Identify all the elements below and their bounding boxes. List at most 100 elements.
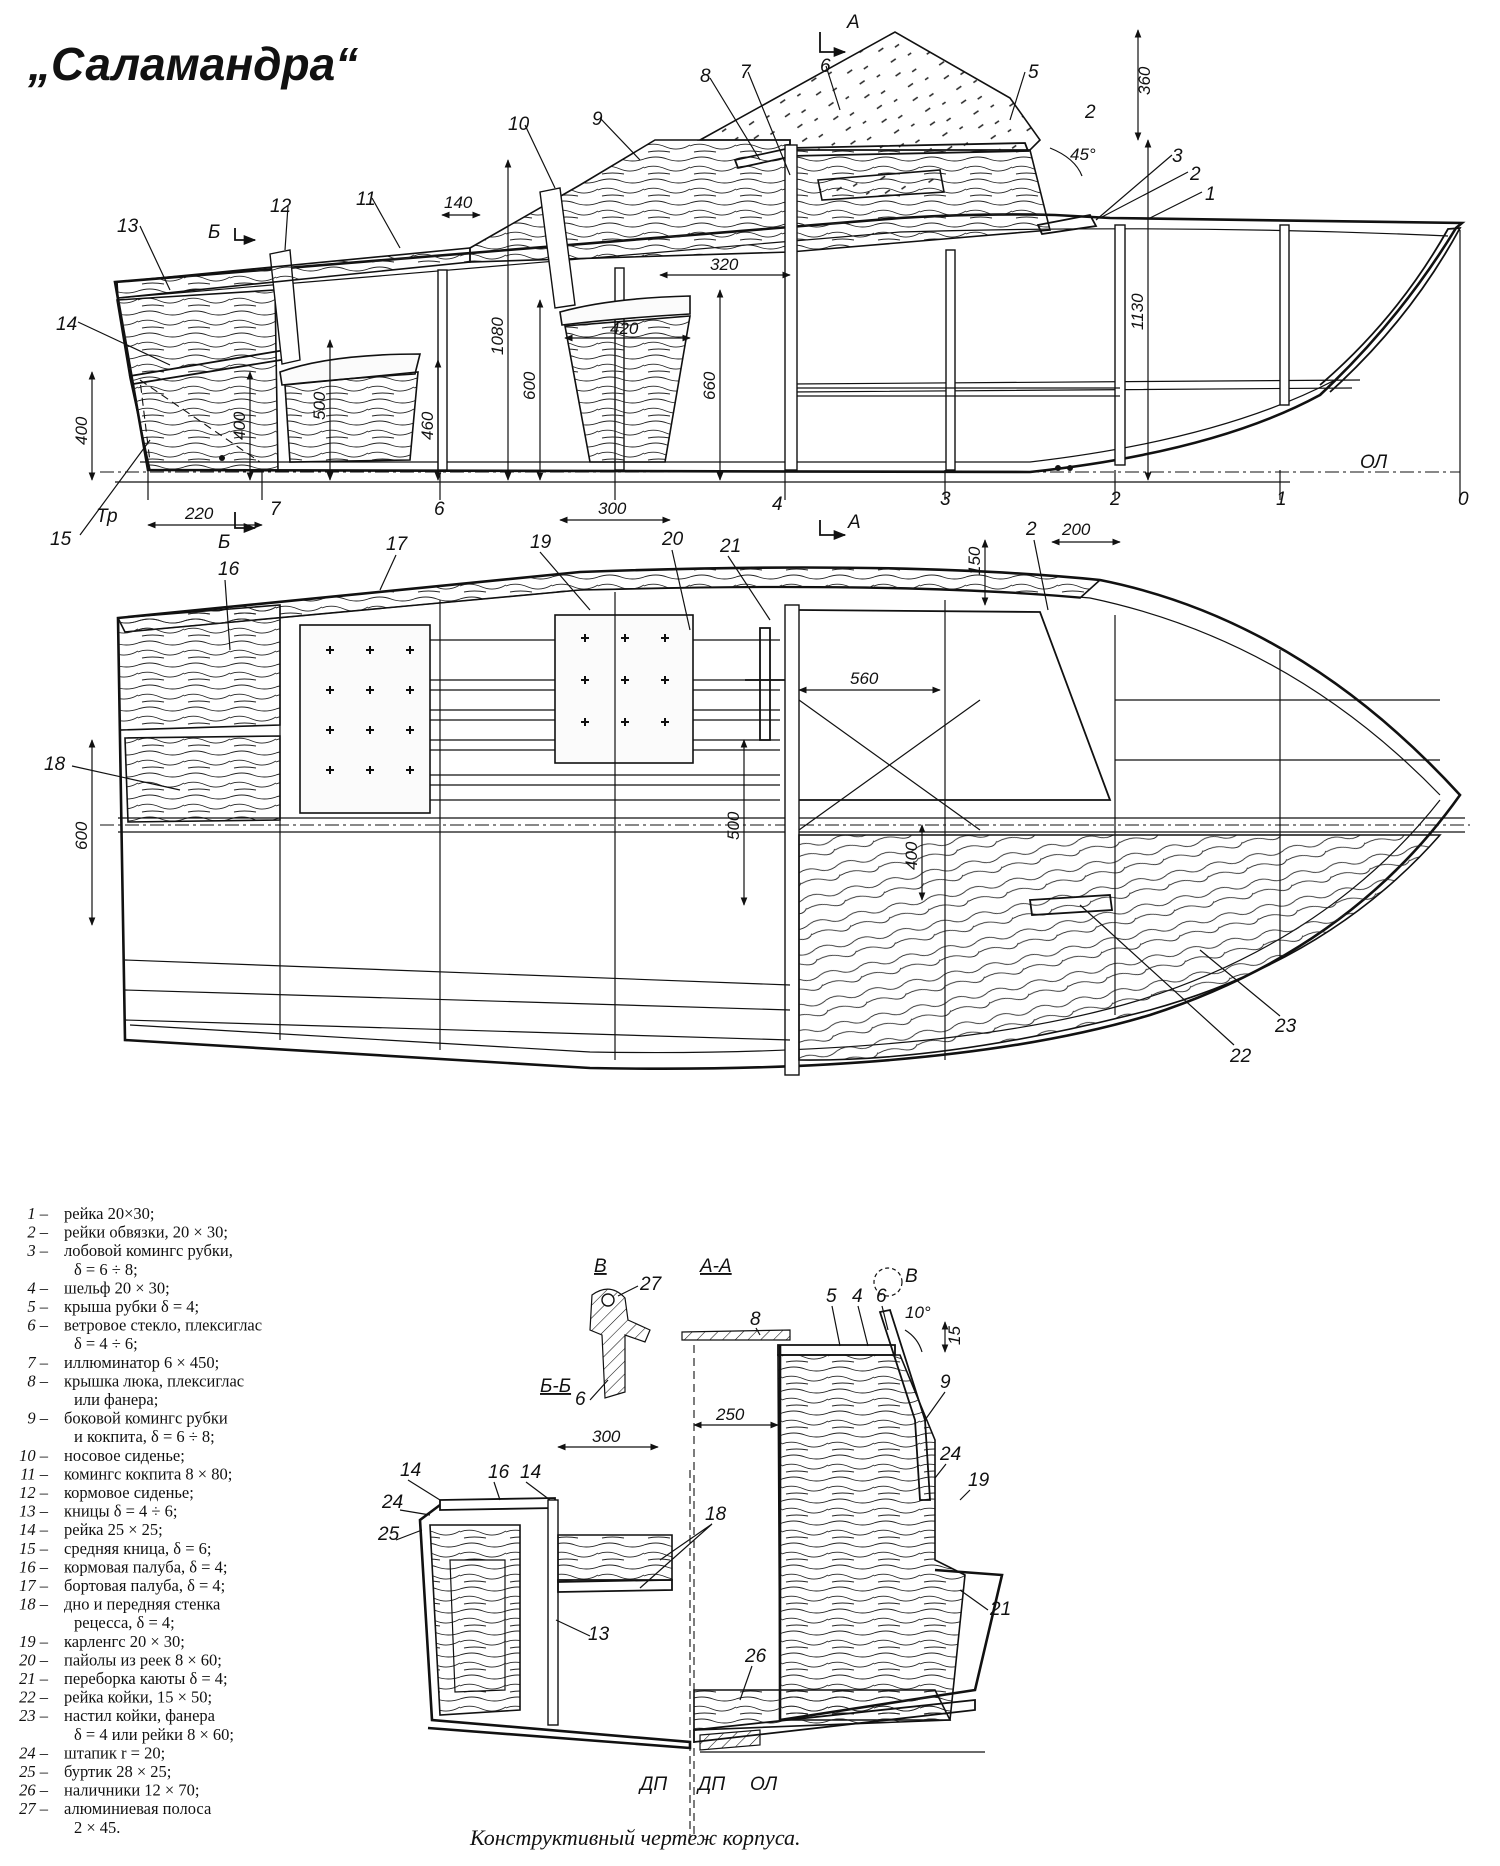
section-b-mark-top: Б [208,222,220,243]
fitting-dot [219,455,225,461]
legend-item-text: комингс кокпита 8 × 80; [64,1464,232,1483]
plan-part-numbers: 16 17 18 19 20 21 2 22 23 [44,519,1297,1067]
part-15: 15 [50,529,72,550]
aft-deck-section [439,1497,556,1511]
legend-item-number: 17 – [19,1576,49,1595]
legend-item-number: 10 – [19,1446,49,1465]
dim-arc-45 [1049,147,1083,177]
legend-item-number: 15 – [19,1539,49,1558]
legend-item-text: штапик r = 20; [64,1743,165,1762]
middle-knee-outline [139,378,262,463]
legend-item-number: 26 – [19,1781,49,1800]
cushion-button [621,634,629,642]
part-10: 10 [508,114,530,135]
part-27: 27 [639,1274,663,1295]
dp-label-bb: ДП [638,1774,667,1795]
legend-item-number: 25 – [19,1762,49,1781]
side-leader-lines [77,65,1203,536]
cushion-button [326,686,334,694]
part-2-plan: 2 [1025,519,1037,540]
cushion-button [661,718,669,726]
part-5-section: 5 [826,1286,837,1307]
legend-item-number: 12 – [19,1483,49,1502]
section-a-mark-bottom: А [847,512,861,533]
part-6-detail: 6 [575,1389,586,1410]
parts-legend: 1 –рейка 20×30;2 –рейки обвязки, 20 × 30… [19,1204,262,1837]
frame-1 [1279,224,1290,406]
section-b-b-title: Б-Б [540,1376,571,1397]
dim-200: 200 [1061,520,1091,539]
detail-v-view: В 27 6 [575,1256,663,1410]
legend-item-text: кормовое сиденье; [64,1483,194,1502]
section-arrow-a-bottom [819,520,847,541]
cabin-bulkhead-21 [784,604,800,1076]
part-21-section: 21 [989,1599,1011,1620]
part-14: 14 [56,314,77,335]
dim-140: 140 [444,193,473,212]
recess-bottom-18 [124,735,281,823]
cushion-button [366,726,374,734]
legend-item-text: δ = 6 ÷ 8; [74,1260,138,1279]
legend-item-number: 7 – [27,1353,48,1372]
section-arrow-b-top [234,228,257,246]
part-13-section: 13 [588,1624,610,1645]
dim-560: 560 [850,669,879,688]
frame-2 [1114,224,1126,466]
cushion-button [621,676,629,684]
dim-150: 150 [965,546,984,575]
side-chine-line [140,379,1336,463]
legend-item-text: 2 × 45. [74,1818,120,1837]
legend-item-text: буртик 28 × 25; [64,1762,171,1781]
section-arrow-a-top [819,32,847,58]
aft-deck-16 [117,604,281,731]
detail-v-callout-label: В [905,1266,918,1287]
legend-item-text: или фанера; [74,1390,158,1409]
fitting-dot [1055,465,1061,471]
bottom-section-aa [693,1698,976,1744]
cushion-button [621,718,629,726]
legend-item-text: средняя кница, δ = 6; [64,1539,211,1558]
knee-section-bb [429,1524,521,1716]
cushion-button [406,646,414,654]
figure-caption: Конструктивный чертеж корпуса. [469,1825,801,1850]
side-keel-strip [1319,226,1462,393]
section-b-b-view: Б-Б 300 14 16 14 24 25 18 13 ДП [377,1376,727,1840]
part-12: 12 [270,196,292,217]
part-9-section: 9 [940,1372,951,1393]
legend-item-number: 11 – [20,1464,48,1483]
dim-600: 600 [72,821,91,850]
legend-item-number: 9 – [27,1409,48,1428]
legend-item-text: и кокпита, δ = 6 ÷ 8; [74,1427,215,1446]
dim-400: 400 [902,841,921,870]
dim-600: 600 [520,371,539,400]
waterline-label-aa: ОЛ [750,1774,778,1795]
legend-item-text: карленгс 20 × 30; [64,1632,185,1651]
legend-item-text: лобовой комингс рубки, [64,1241,233,1260]
frame-4-label: 4 [772,494,783,515]
legend-item-text: переборка каюты δ = 4; [64,1669,228,1688]
legend-item-text: δ = 4 ÷ 6; [74,1334,138,1353]
frame-1-label: 1 [1276,489,1287,510]
detail-v-title: В [594,1256,607,1277]
windshield-6 [696,31,1042,151]
legend-item-text: иллюминатор 6 × 450; [64,1353,219,1372]
dim-460: 460 [418,411,437,440]
detail-v-callout-circle [873,1267,903,1297]
frame-6-label: 6 [434,499,445,520]
part-3: 3 [1172,146,1183,167]
part-1: 1 [1205,184,1216,205]
frame-4-bulkhead [784,144,798,471]
front-coaming-3 [1036,213,1098,235]
legend-item-number: 1 – [27,1204,48,1223]
recess-wall-section [547,1499,559,1726]
part-2-a: 2 [1189,164,1201,185]
frame-3 [945,249,956,471]
part-25-section: 25 [377,1524,400,1545]
part-16: 16 [218,559,240,580]
legend-item-text: крыша рубки δ = 4; [64,1297,199,1316]
waterline-label-side: ОЛ [1360,452,1388,473]
legend-item-number: 13 – [19,1502,49,1521]
part-18-section: 18 [705,1504,727,1525]
legend-item-text: δ = 4 или рейки 8 × 60; [74,1725,234,1744]
